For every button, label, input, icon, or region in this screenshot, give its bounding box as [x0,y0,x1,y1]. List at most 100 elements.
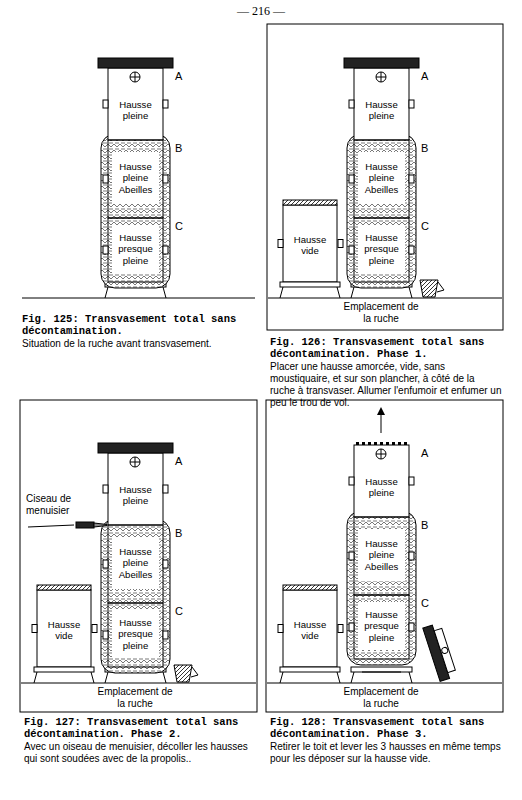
handle [103,485,108,493]
empty-box [37,590,91,667]
handle [349,552,354,560]
empty-stand [34,672,94,683]
handle [92,625,97,633]
handle [163,100,168,108]
box-text: Hausse pleine [357,476,406,498]
handle [349,623,354,631]
callout-letter: B [421,142,428,154]
vent-symbol [441,647,449,655]
frame-tops [283,585,337,590]
callout-letter: C [175,605,183,617]
vent-cross [130,72,140,82]
handle [103,246,108,254]
figure-title: Fig. 127: Transvasement total sans décon… [24,716,256,740]
callout-letter: B [175,527,182,539]
box-text: Hausse vide [287,619,333,641]
frame-top [374,442,377,445]
empty-floor [280,282,340,287]
page-number: — 216 — [211,4,311,19]
hive-stand [351,287,412,298]
hive-roof [344,58,419,68]
location-label: Emplacement de la ruche [95,686,175,709]
box-text: Hausse pleine [357,99,406,121]
frame-top [362,442,365,445]
handle [278,240,283,248]
handle [349,246,354,254]
callout-letter: A [175,70,182,82]
figure-caption: Situation de la ruche avant transvasemen… [22,338,258,350]
hive-super: Hausse pleine Abeilles [112,152,159,204]
hive-floor [351,667,412,672]
empty-box [283,205,337,282]
hive-super: Hausse pleine [111,473,160,517]
frame-top [386,442,389,445]
handle [409,477,414,485]
handle [163,631,168,639]
frame-top [368,442,371,445]
bee-cluster [347,511,416,665]
callout-letter: A [421,70,428,82]
super-box [108,68,163,140]
vent-symbol [130,457,140,467]
bee-cluster [347,134,416,288]
figure-title: Fig. 125: Transvasement total sans décon… [22,313,258,337]
hive-super: Hausse presque pleine [112,225,159,273]
figure-caption: Avec un oiseau de menuisier, décoller le… [24,741,256,765]
bee-cluster [101,519,170,673]
roof-group [423,623,457,682]
ground-line [267,683,502,684]
handle [349,100,354,108]
handle [163,246,168,254]
handle [409,552,414,560]
handle [163,485,168,493]
panel-frame [266,400,503,712]
hive-stand [351,672,412,683]
vent-cross [376,449,386,459]
box-text: Hausse pleine Abeilles [358,538,405,571]
box-text: Hausse pleine [111,484,160,506]
box-text: Hausse pleine Abeilles [358,161,405,194]
super-box [108,525,163,603]
bee-cluster [101,134,170,288]
vent-symbol [376,72,386,82]
chisel-handle [76,522,94,528]
callout-letter: B [421,519,428,531]
location-label: Emplacement de la ruche [341,686,421,709]
empty-floor [280,667,340,672]
super-box [108,218,163,282]
super-box [108,453,163,525]
handle [409,246,414,254]
smoker-bellows [437,282,444,292]
frame-top [356,442,359,445]
handle [409,100,414,108]
hive-super: Hausse pleine [111,88,160,132]
box-text: Hausse presque pleine [358,609,405,642]
super-box [354,517,409,595]
hive-super: Hausse pleine Abeilles [112,537,159,589]
ground-line [22,298,255,299]
box-text: Hausse pleine [111,99,160,121]
roof-inner [434,628,455,672]
smoker [420,280,438,297]
hive-super: Hausse pleine Abeilles [358,152,405,204]
box-text: Hausse pleine Abeilles [112,161,159,194]
box-text: Hausse presque pleine [358,232,405,265]
hive-stand [105,287,166,298]
hive-super: Hausse vide [287,217,333,273]
handle [163,175,168,183]
hive-roof [98,58,173,68]
empty-stand [280,672,340,683]
handle [103,631,108,639]
ground-line [21,683,256,684]
box-text: Hausse vide [287,234,333,256]
box-text: Hausse presque pleine [112,617,159,650]
callout-letter: C [421,597,429,609]
hive-super: Hausse pleine [357,465,406,509]
hive-stand [105,672,166,683]
empty-stand [280,287,340,298]
location-label: Emplacement de la ruche [341,301,421,324]
smoker [174,665,192,682]
hive-roof [98,443,173,453]
handle [349,175,354,183]
